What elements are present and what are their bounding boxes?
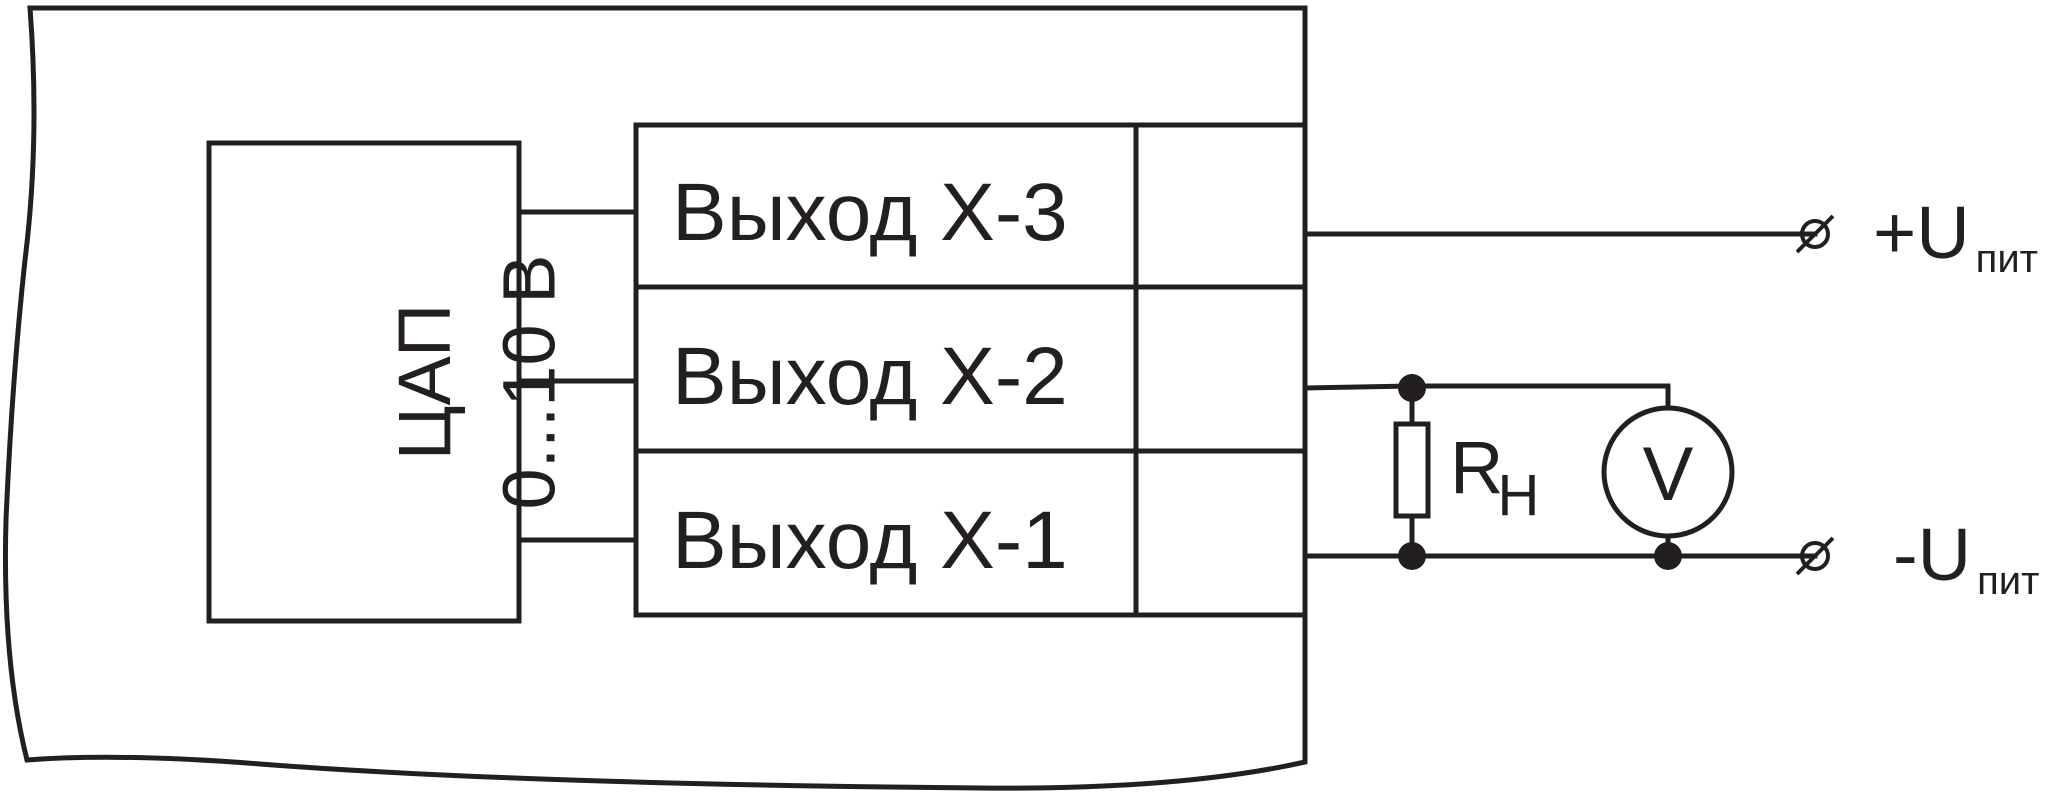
output-label-x2: Выход Х-2 — [672, 331, 1068, 422]
output-terminal-block — [633, 122, 1308, 618]
minus-supply-main: -U — [1893, 513, 1971, 596]
dac-block — [206, 140, 522, 624]
terminal-minus — [1795, 536, 1835, 576]
output-label-x3: Выход Х-3 — [672, 167, 1068, 258]
junction-voltmeter-bottom — [1654, 542, 1682, 570]
output-label-x1: Выход Х-1 — [672, 495, 1068, 586]
plus-supply-sub: пит — [1976, 237, 2038, 281]
junction-resistor-bottom — [1398, 542, 1426, 570]
terminal-plus — [1795, 214, 1835, 254]
device-housing — [2, 5, 1308, 791]
minus-supply-sub: пит — [1977, 559, 2039, 603]
dac-label-line1: ЦАП — [383, 304, 466, 460]
wire-out2-top-left — [1302, 383, 1415, 391]
load-resistor — [1393, 421, 1431, 519]
resistor-label-sub: Н — [1497, 463, 1539, 528]
resistor-label-main: R — [1450, 426, 1503, 509]
voltmeter-symbol: V — [1643, 432, 1694, 517]
resistor-label: RН — [1450, 426, 1539, 528]
plus-supply-main: +U — [1873, 191, 1970, 274]
junction-resistor-top — [1398, 374, 1426, 402]
